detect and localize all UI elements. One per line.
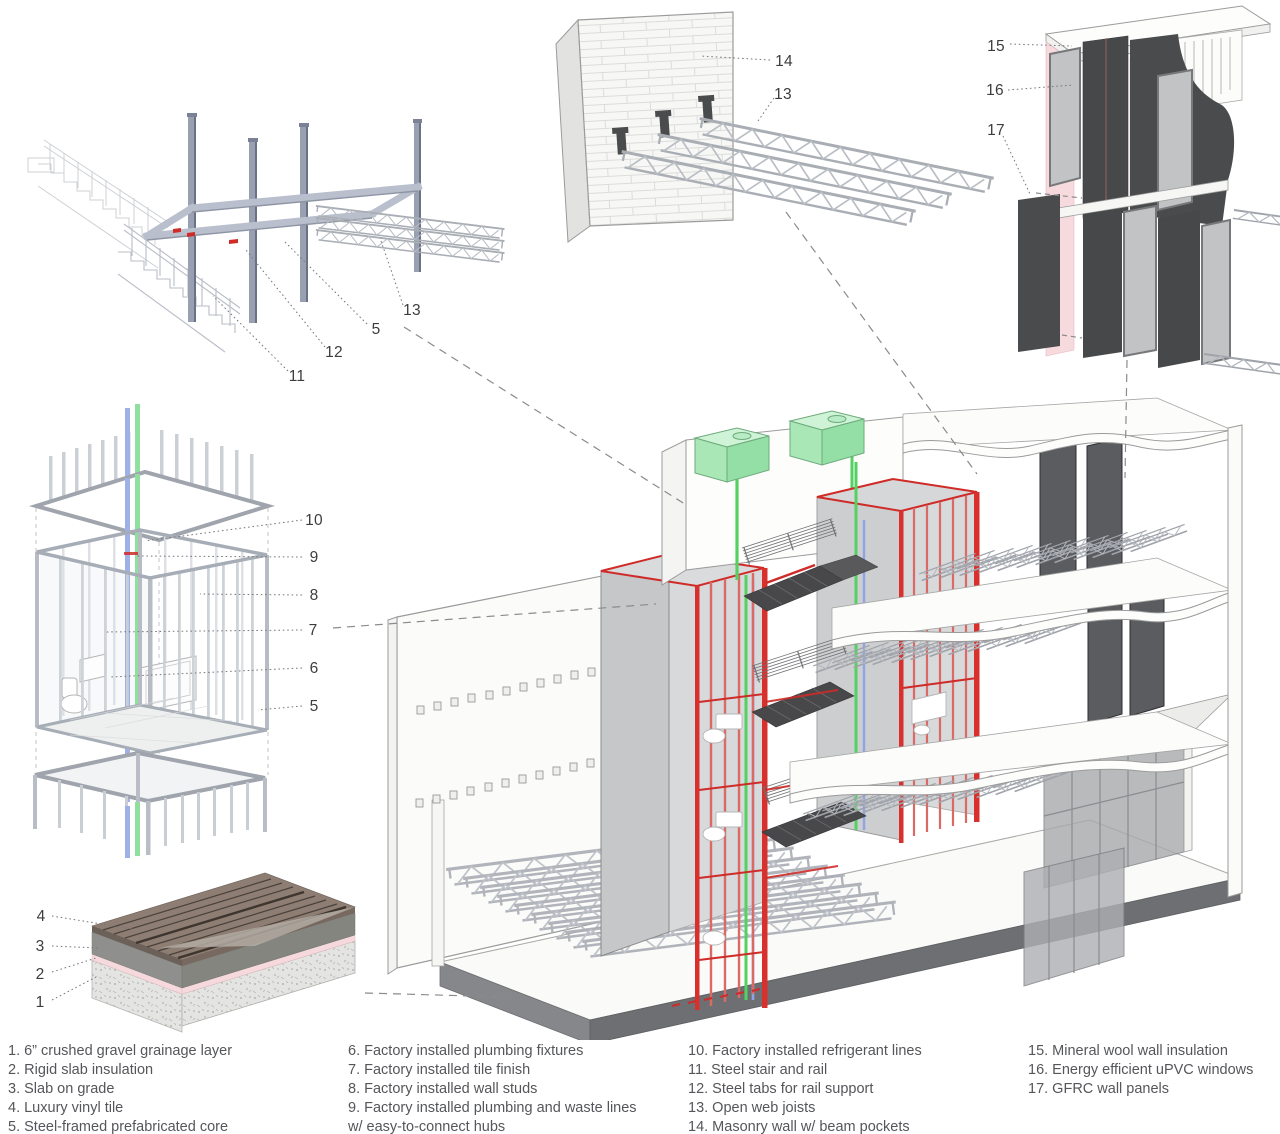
detail-core-module xyxy=(28,404,276,858)
core1-base-tabs xyxy=(671,988,761,1007)
legend-column-2: 6. Factory installed plumbing fixtures 7… xyxy=(348,1042,650,1134)
beam-edges xyxy=(146,190,419,241)
callout-11: 11 xyxy=(288,368,306,385)
core1-corner-post xyxy=(695,586,700,1010)
callout-7: 7 xyxy=(308,622,318,639)
vinyl-tile-layer xyxy=(91,872,356,966)
callout-9: 9 xyxy=(309,549,319,566)
callout-2: 2 xyxy=(35,966,45,983)
legend-item-17: 17. GFRC wall panels xyxy=(1028,1081,1170,1097)
core-top-module xyxy=(28,404,276,543)
legend-item-3: 3. Slab on grade xyxy=(8,1081,115,1097)
legend-item-7: 7. Factory installed tile finish xyxy=(348,1062,531,1078)
cmu-wall-face xyxy=(577,11,734,227)
upvc-windows-lower xyxy=(1123,204,1231,366)
stair-flights xyxy=(741,518,879,879)
legend-item-14: 14. Masonry wall w/ beam pockets xyxy=(688,1119,910,1134)
hvac-unit-1 xyxy=(693,427,770,483)
callout-16: 16 xyxy=(986,82,1004,99)
gfrc-panels-lower xyxy=(1083,208,1200,368)
detail-floor-slab xyxy=(91,872,356,1033)
legend-item-16: 16. Energy efficient uPVC windows xyxy=(1028,1062,1254,1078)
legend-item-2: 2. Rigid slab insulation xyxy=(8,1062,154,1078)
ghost-stair-upper xyxy=(27,139,169,269)
pipe-green xyxy=(135,404,140,508)
callout-8: 8 xyxy=(309,587,319,604)
top-module-studs xyxy=(49,430,254,502)
gfrc-panel-center xyxy=(1082,35,1129,219)
diagram-canvas xyxy=(27,5,1280,1040)
legend-column-4: 15. Mineral wool wall insulation 16. Ene… xyxy=(1028,1042,1276,1099)
gfrc-panel-flying xyxy=(1018,194,1060,352)
sheen xyxy=(160,907,355,948)
core2-corner-post xyxy=(899,511,904,843)
callout-6: 6 xyxy=(309,660,319,677)
mid-module-posts xyxy=(35,530,269,753)
legend-item-10: 10. Factory installed refrigerant lines xyxy=(688,1043,922,1059)
legend-item-13: 13. Open web joists xyxy=(688,1100,816,1116)
connector-lines xyxy=(332,192,1128,998)
callout-5-stair: 5 xyxy=(371,321,381,338)
pipe-green-mid xyxy=(135,474,140,800)
detail-stair-frame xyxy=(27,113,506,353)
beam-pocket-row-2 xyxy=(415,758,595,808)
wall-return xyxy=(431,799,445,967)
core1-rails xyxy=(698,693,765,961)
callout-12: 12 xyxy=(325,344,343,361)
callout-14: 14 xyxy=(775,53,793,70)
legend-item-11: 11. Steel stair and rail xyxy=(688,1062,828,1078)
floor-plates xyxy=(789,397,1243,987)
mid-module-top-rim xyxy=(36,528,268,580)
callout-5-core: 5 xyxy=(309,698,319,715)
callout-13-stair: 13 xyxy=(403,302,421,319)
callout-13-joist: 13 xyxy=(774,86,792,103)
pipe-blue xyxy=(125,408,130,508)
legend-column-1: 1. 6” crushed gravel grainage layer 2. R… xyxy=(8,1042,340,1134)
leader-lines xyxy=(51,43,1074,1001)
bottom-module-posts xyxy=(33,753,267,855)
callout-1: 1 xyxy=(35,994,45,1011)
legend-item-15: 15. Mineral wool wall insulation xyxy=(1028,1043,1228,1059)
core1-fixtures xyxy=(702,713,743,946)
legend-item-4: 4. Luxury vinyl tile xyxy=(8,1100,124,1116)
steel-tabs-red xyxy=(173,228,238,244)
beam-pockets-dark xyxy=(612,94,715,155)
detail-wall-panels xyxy=(1018,5,1280,375)
core-bottom-module xyxy=(33,750,267,858)
legend-item-5: 5. Steel-framed prefabricated core xyxy=(8,1119,229,1134)
main-axonometric xyxy=(387,397,1243,1040)
legend-item-12: 12. Steel tabs for rail support xyxy=(688,1081,874,1097)
top-module-rim xyxy=(28,469,276,543)
core1-corner-post-right xyxy=(762,568,768,1008)
callout-17: 17 xyxy=(987,122,1005,139)
legend: 1. 6” crushed gravel grainage layer 2. R… xyxy=(0,1042,1280,1134)
callout-3: 3 xyxy=(35,938,45,955)
callout-4: 4 xyxy=(36,908,46,925)
steel-columns xyxy=(187,113,422,323)
legend-item-6: 6. Factory installed plumbing fixtures xyxy=(348,1043,584,1059)
legend-column-3: 10. Factory installed refrigerant lines … xyxy=(688,1042,1020,1134)
upvc-windows-upper xyxy=(1049,46,1193,212)
mid-module-front-studs xyxy=(59,557,254,745)
detail-masonry-joists xyxy=(555,11,996,243)
stair-lower xyxy=(117,223,241,353)
core-middle-module xyxy=(35,474,269,802)
callout-15: 15 xyxy=(987,38,1005,55)
beam-pocket-row-1 xyxy=(416,667,596,715)
legend-item-9: 9. Factory installed plumbing and waste … xyxy=(348,1100,637,1134)
connect-hub xyxy=(124,552,140,555)
hvac-unit-2 xyxy=(788,410,865,466)
callout-10: 10 xyxy=(305,512,323,529)
legend-item-8: 8. Factory installed wall studs xyxy=(348,1081,538,1097)
core2-corner-post-right xyxy=(974,492,980,822)
legend-item-1: 1. 6” crushed gravel grainage layer xyxy=(8,1043,233,1059)
corner-wall xyxy=(1227,424,1243,898)
